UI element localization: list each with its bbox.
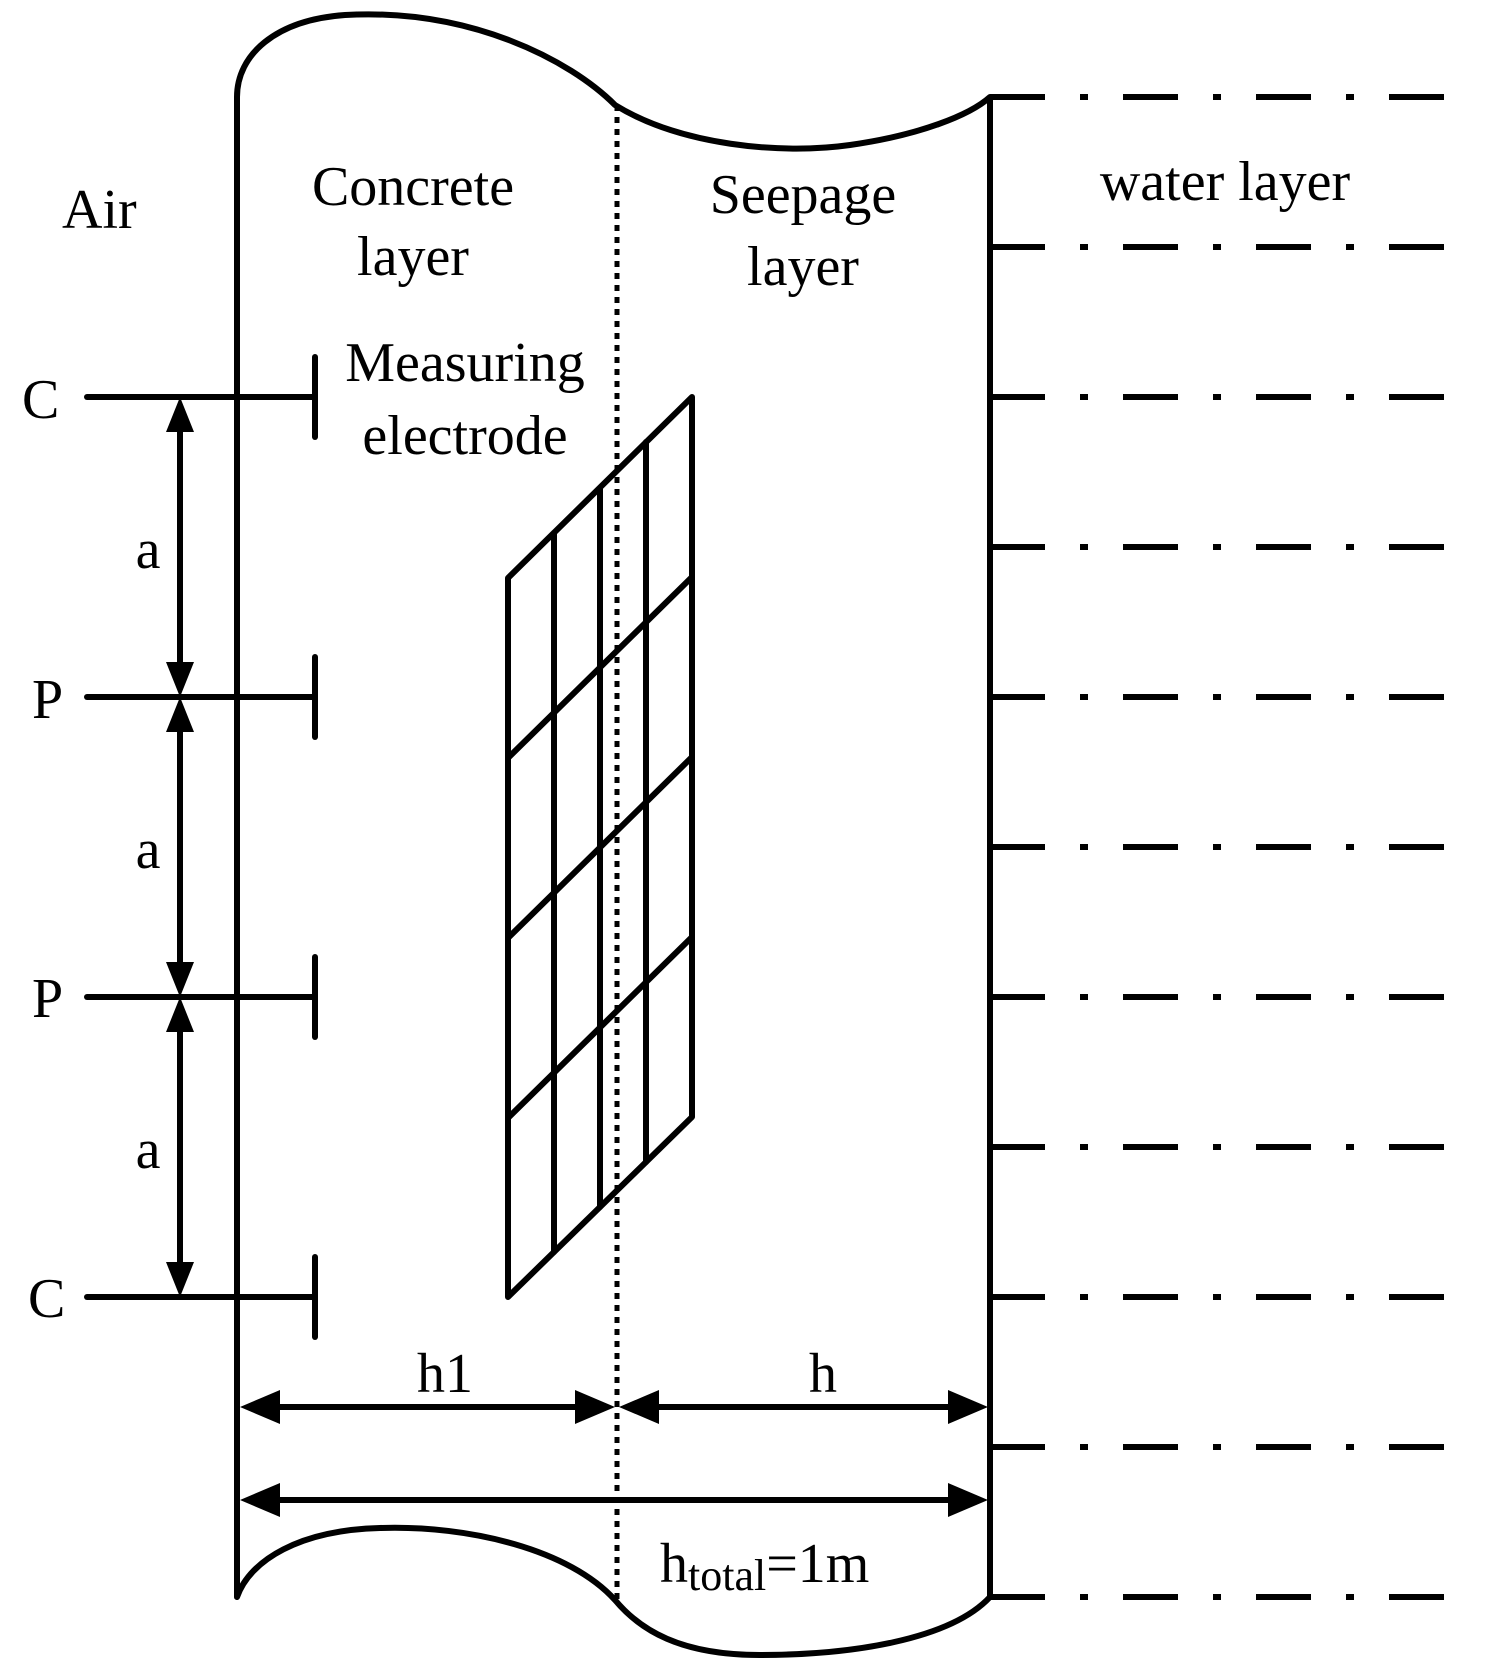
spacing-a-label-1: a [136,519,161,581]
electrode-p-lower-label: P [32,968,63,1030]
htotal-subscript: total [688,1551,766,1600]
h-label: h [809,1343,837,1405]
electrode-lines [84,354,318,1340]
measuring-electrode-label-line1: Measuring [345,332,585,394]
concrete-layer-label-line2: layer [357,226,469,288]
concrete-layer-label-line1: Concrete [312,156,514,218]
water-layer-lines [990,94,1450,1600]
thickness-dimension-arrows [240,1390,988,1517]
seepage-layer-label-line1: Seepage [710,164,897,226]
electrode-spacing-arrows [166,397,194,1297]
wall-section-outline [234,11,993,1658]
spacing-a-label-2: a [136,819,161,881]
electrode-p-upper-label: P [32,669,63,731]
water-layer-label: water layer [1100,151,1351,213]
air-label: Air [62,179,137,241]
measuring-electrode-label-line2: electrode [362,405,567,467]
electrode-c-top-label: C [22,369,59,431]
h1-label: h1 [417,1343,473,1405]
measuring-electrode-grid [505,394,695,1300]
htotal-main: h [660,1533,688,1595]
htotal-label: htotal=1m [660,1533,869,1600]
spacing-a-label-3: a [136,1119,161,1181]
htotal-value: =1m [766,1533,869,1595]
seepage-layer-label-line2: layer [747,236,859,298]
electrode-c-bottom-label: C [28,1268,65,1330]
